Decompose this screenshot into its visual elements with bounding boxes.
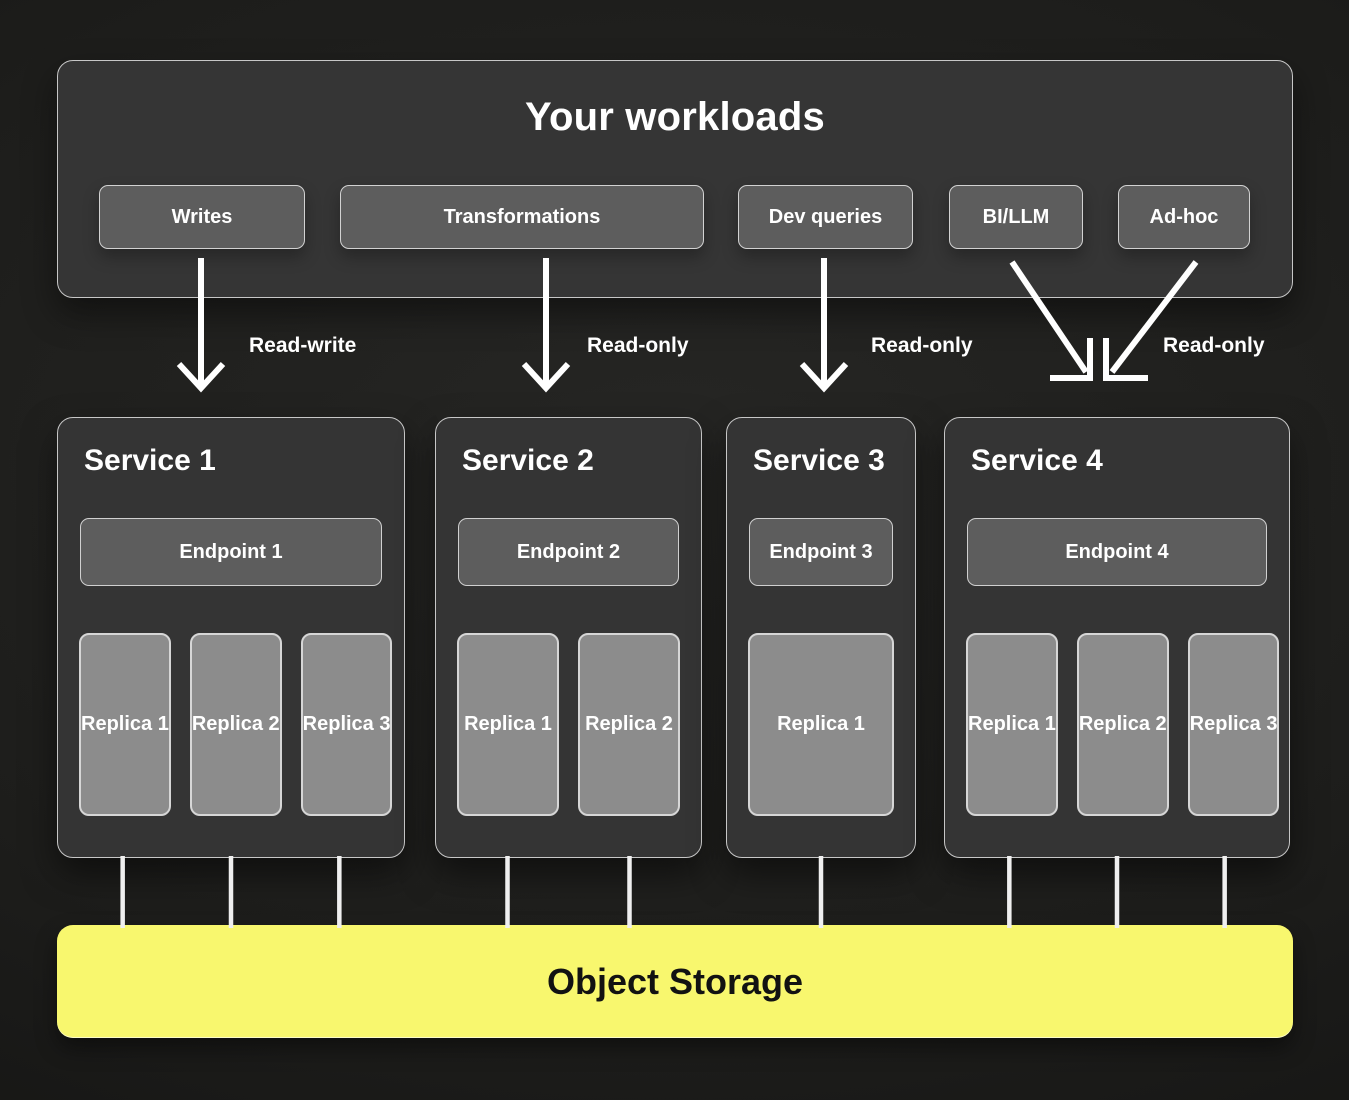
workload-node-writes: Writes	[99, 185, 305, 249]
arrow-stroke	[1050, 338, 1093, 381]
workload-node-label: Ad-hoc	[1149, 205, 1219, 228]
replica-node: Replica 1	[457, 633, 559, 816]
replica-node: Replica 2	[1076, 633, 1169, 816]
flow-label-3: Read-only	[1163, 334, 1265, 357]
workload-node-label: Transformations	[443, 205, 601, 228]
replica-label: Replica 3	[1189, 713, 1278, 735]
replica-node: Replica 1	[79, 633, 171, 816]
workloads-panel: Your workloads Writes Transformations Dev …	[57, 60, 1293, 298]
replica-label: Replica 3	[302, 713, 391, 735]
replicas-row: Replica 1 Replica 2 Replica 3	[79, 633, 393, 816]
replica-label: Replica 2	[585, 713, 673, 735]
arrow-stroke	[1103, 338, 1148, 381]
workload-node-label: Dev queries	[768, 205, 883, 228]
replica-node: Replica 3	[300, 633, 393, 816]
object-storage-bar: Object Storage	[57, 925, 1293, 1038]
workload-node-transformations: Transformations	[340, 185, 704, 249]
workload-node-dev-queries: Dev queries	[738, 185, 913, 249]
replica-label: Replica 2	[191, 713, 280, 735]
flow-label-0: Read-write	[249, 334, 357, 357]
service-box-3: Service 3 Endpoint 3 Replica 1	[726, 417, 916, 858]
service-box-2: Service 2 Endpoint 2 Replica 1 Replica 2	[435, 417, 702, 858]
workloads-title: Your workloads	[525, 95, 825, 139]
workload-node-label: BI/LLM	[982, 205, 1050, 228]
endpoint-node-2: Endpoint 2	[458, 518, 679, 586]
replica-label: Replica 1	[464, 713, 552, 735]
endpoint-label: Endpoint 4	[1065, 540, 1169, 563]
arrow-stroke	[521, 361, 571, 393]
replica-label: Replica 1	[81, 713, 169, 735]
endpoint-node-1: Endpoint 1	[80, 518, 382, 586]
service-title: Service 2	[462, 444, 594, 477]
replica-label: Replica 1	[777, 713, 865, 735]
endpoint-label: Endpoint 2	[516, 540, 621, 563]
workload-node-ad-hoc: Ad-hoc	[1118, 185, 1250, 249]
replica-node: Replica 2	[578, 633, 680, 816]
service-title: Service 3	[753, 444, 885, 477]
workload-node-bi-llm: BI/LLM	[949, 185, 1083, 249]
object-storage-label: Object Storage	[546, 960, 804, 1002]
replica-node: Replica 2	[189, 633, 282, 816]
replica-node: Replica 3	[1187, 633, 1280, 816]
replica-label: Replica 1	[968, 713, 1056, 735]
replicas-row: Replica 1 Replica 2 Replica 3	[966, 633, 1280, 816]
service-title: Service 4	[971, 444, 1103, 477]
workload-node-label: Writes	[171, 205, 233, 228]
replicas-row: Replica 1	[748, 633, 894, 816]
endpoint-label: Endpoint 1	[179, 540, 283, 563]
arrow-stroke	[799, 361, 849, 393]
replica-node: Replica 1	[748, 633, 894, 816]
arrow-stroke	[176, 361, 226, 393]
endpoint-node-3: Endpoint 3	[749, 518, 893, 586]
endpoint-label: Endpoint 3	[769, 540, 873, 563]
flow-label-2: Read-only	[871, 334, 973, 357]
endpoint-node-4: Endpoint 4	[967, 518, 1267, 586]
service-title: Service 1	[84, 444, 216, 477]
flow-label-1: Read-only	[587, 334, 689, 357]
replica-node: Replica 1	[966, 633, 1058, 816]
replicas-row: Replica 1 Replica 2	[457, 633, 680, 816]
replica-label: Replica 2	[1078, 713, 1167, 735]
